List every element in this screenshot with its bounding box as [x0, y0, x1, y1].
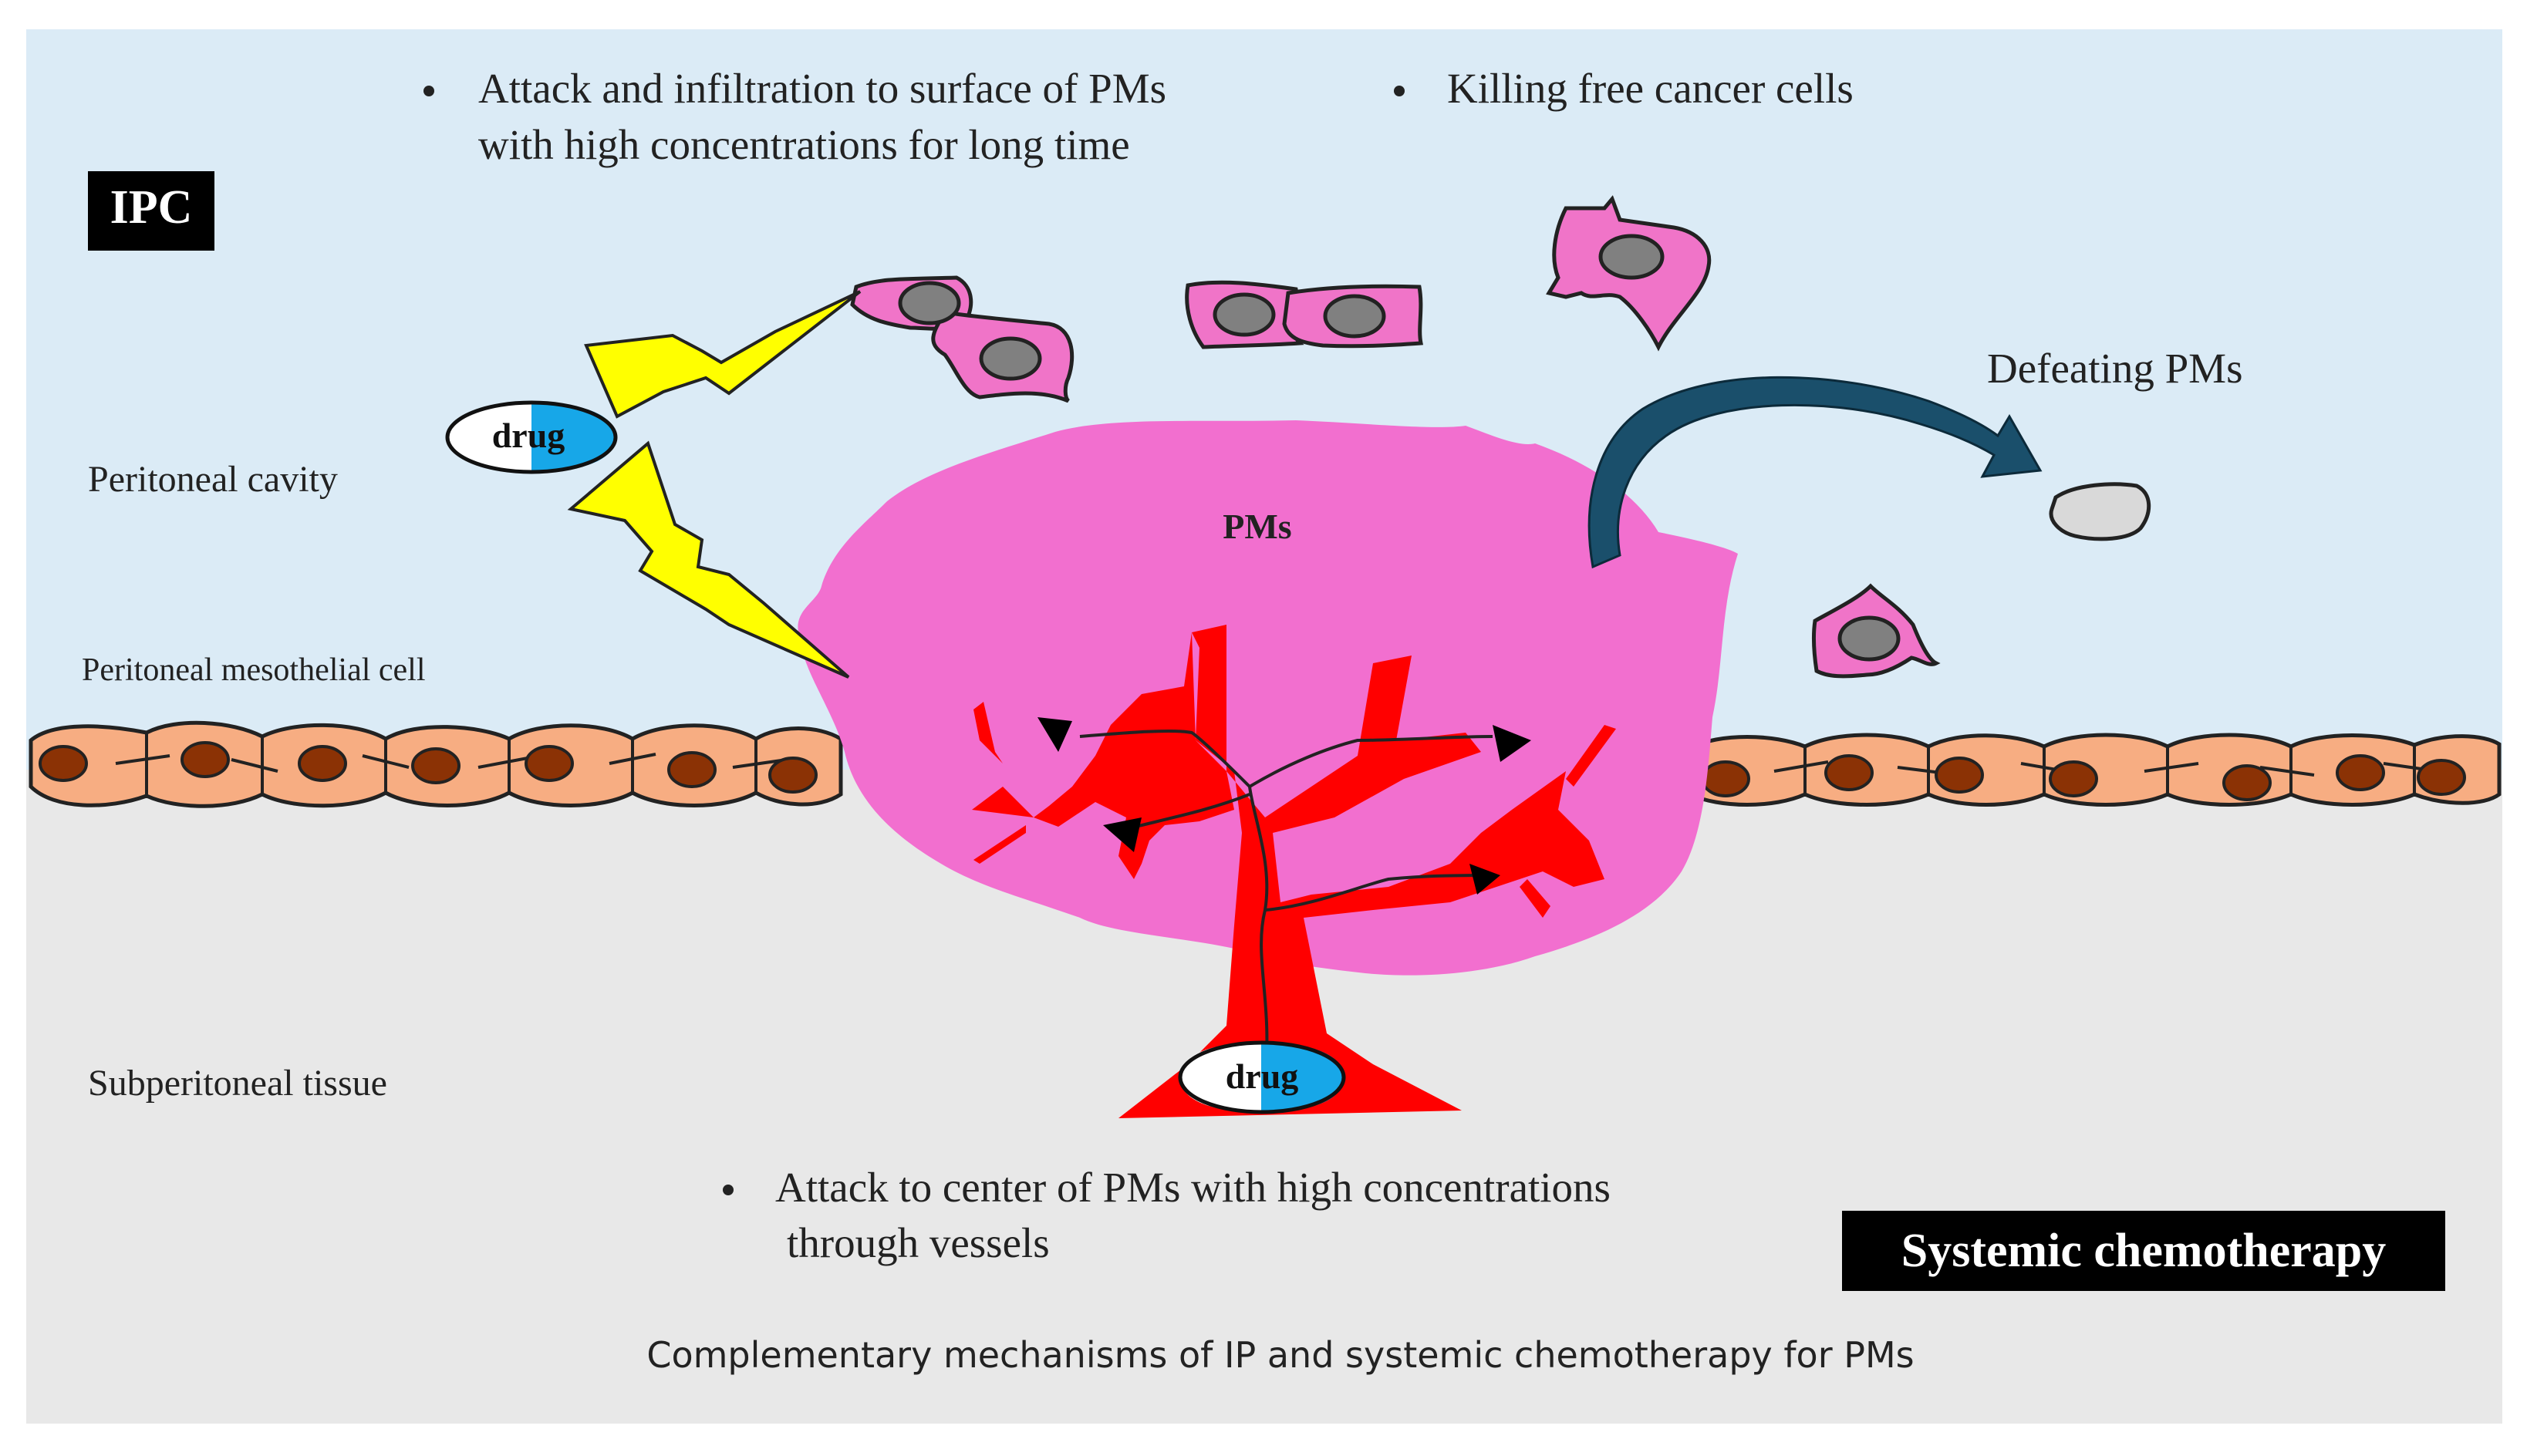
systemic-label-box	[1842, 1211, 2445, 1291]
free-cancer-cell-cluster-middle	[1185, 280, 1424, 349]
bullet-center-attack-line1: Attack to center of PMs with high concen…	[775, 1164, 1611, 1211]
free-cancer-cell-cluster-left	[850, 275, 1075, 403]
bullet-center-attack-line2: through vessels	[787, 1219, 1050, 1266]
mesothelial-nuclei-right	[1701, 754, 2466, 801]
defeating-pms-label: Defeating PMs	[1987, 345, 2242, 392]
figure-caption: Complementary mechanisms of IP and syste…	[646, 1334, 1914, 1376]
bullet-surface-attack-line2: with high concentrations for long time	[478, 121, 1130, 168]
lightning-bolt-lower	[567, 440, 850, 679]
free-cancer-cell-right	[1812, 583, 1941, 679]
free-cancer-cell-top-right	[1546, 195, 1712, 352]
vessel-arrowheads	[1037, 717, 1531, 895]
vessel-branch-lines	[1079, 729, 1493, 1077]
defeating-arrow	[1587, 376, 2043, 569]
systemic-chemotherapy-label: Systemic chemotherapy	[1901, 1225, 2386, 1277]
lightning-bolt-upper	[584, 290, 862, 419]
bullet-killing-free-cells: Killing free cancer cells	[1447, 65, 1854, 112]
mesothelial-cell-label: Peritoneal mesothelial cell	[82, 652, 426, 688]
drug-capsule-bottom	[1178, 1040, 1346, 1114]
defeated-cell	[2049, 482, 2151, 541]
blood-vessel	[972, 625, 1616, 1118]
bullet-dots	[423, 86, 1405, 1195]
bullet-surface-attack-line1: Attack and infiltration to surface of PM…	[478, 65, 1166, 112]
subperitoneal-tissue-label: Subperitoneal tissue	[88, 1063, 387, 1104]
drug-label-top: drug	[492, 416, 565, 455]
peritoneal-cavity-label: Peritoneal cavity	[88, 459, 338, 500]
pms-label: PMs	[1223, 507, 1291, 546]
drug-capsule-top	[445, 400, 618, 474]
ipc-label-box	[88, 171, 214, 251]
ipc-label: IPC	[110, 181, 193, 234]
drug-label-bottom: drug	[1226, 1057, 1299, 1096]
mesothelial-nuclei-left	[39, 741, 818, 794]
